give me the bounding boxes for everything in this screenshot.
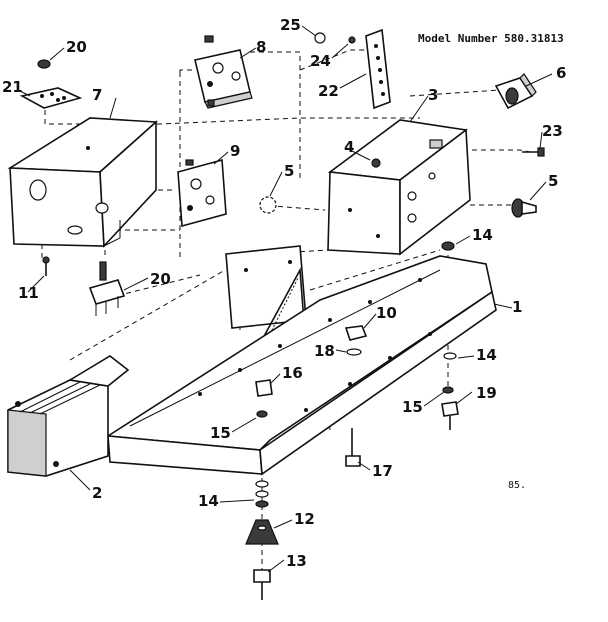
callout-12: 12 <box>294 510 315 528</box>
part-5-star-washer <box>259 196 277 214</box>
part-17-bolt <box>345 428 361 467</box>
callout-8: 8 <box>256 38 266 56</box>
part-9-switch <box>177 158 227 228</box>
model-number-label: Model Number 580.31813 <box>418 32 564 45</box>
leader-lines <box>17 25 553 573</box>
callout-4: 4 <box>344 138 354 156</box>
callout-14-mid: 14 <box>476 346 497 364</box>
part-23-bolt <box>522 147 545 157</box>
callout-19: 19 <box>476 384 497 402</box>
callout-labels: 20 21 7 8 25 24 22 3 6 23 4 9 5 5 14 11 … <box>2 16 566 570</box>
callout-1: 1 <box>512 298 522 316</box>
callout-7: 7 <box>92 86 102 104</box>
callout-16: 16 <box>282 364 303 382</box>
part-2-transformer <box>7 355 130 477</box>
callout-9: 9 <box>230 142 240 160</box>
callout-22: 22 <box>318 82 339 100</box>
part-21-plate <box>19 87 83 109</box>
callout-15-left: 15 <box>210 424 231 442</box>
part-7-control-box <box>7 117 158 248</box>
callout-20-switch: 20 <box>150 270 171 288</box>
callout-14-bottom: 14 <box>198 492 219 510</box>
part-12-foot <box>245 519 279 545</box>
part-10-nut <box>344 325 368 341</box>
part-6-motor <box>494 73 537 110</box>
callout-15-right: 15 <box>402 398 423 416</box>
callout-21: 21 <box>2 78 23 96</box>
part-13-bolt <box>253 569 271 600</box>
part-15-lockwasher-right <box>442 386 454 394</box>
callout-20-top: 20 <box>66 38 87 56</box>
callout-6: 6 <box>556 64 566 82</box>
callout-5-washer: 5 <box>284 162 294 180</box>
part-20-nut-top <box>37 59 51 69</box>
part-20-switch <box>88 261 126 316</box>
callout-24: 24 <box>310 52 331 70</box>
callout-5-knob: 5 <box>548 172 558 190</box>
circuit-board <box>225 245 307 341</box>
part-3-housing <box>327 119 471 256</box>
part-14-washers-stack <box>255 480 269 508</box>
part-16-nut <box>255 379 273 397</box>
page-note: 85. <box>508 480 526 491</box>
part-14-washer-right <box>441 241 455 251</box>
callout-18: 18 <box>314 342 335 360</box>
part-4-grommet <box>371 158 381 168</box>
part-5-knob <box>511 198 537 218</box>
part-1-frame-rail <box>105 255 497 476</box>
callout-3: 3 <box>428 86 438 104</box>
callout-13: 13 <box>286 552 307 570</box>
callout-11: 11 <box>18 284 39 302</box>
part-19-bolt <box>441 401 459 430</box>
callout-14-top: 14 <box>472 226 493 244</box>
part-24-screw <box>348 36 356 44</box>
part-18-washer <box>346 348 362 356</box>
part-22-terminal-strip <box>365 28 391 110</box>
callout-17: 17 <box>372 462 393 480</box>
part-14-washer-mid <box>443 352 457 360</box>
callout-23: 23 <box>542 122 563 140</box>
callout-25: 25 <box>280 16 301 34</box>
part-11-screw <box>42 256 50 276</box>
part-15-lockwasher-left <box>256 410 268 418</box>
part-8-relay <box>194 35 253 109</box>
callout-2: 2 <box>92 484 102 502</box>
callout-10: 10 <box>376 304 397 322</box>
part-25-washer <box>314 32 326 44</box>
